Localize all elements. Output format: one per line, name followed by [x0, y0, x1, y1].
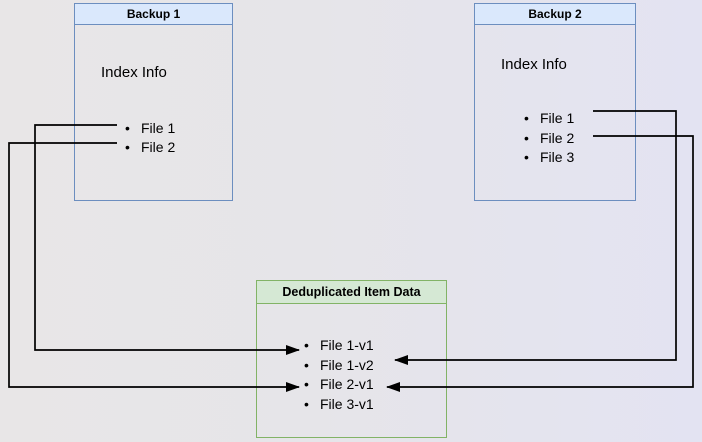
dedup-header: Deduplicated Item Data [257, 281, 446, 304]
backup2-file-item: File 1 [524, 109, 574, 129]
dedup-item: File 3-v1 [304, 395, 374, 415]
backup2-header: Backup 2 [475, 4, 635, 25]
dedup-item: File 2-v1 [304, 375, 374, 395]
dedup-item: File 1-v1 [304, 336, 374, 356]
backup2-title: Backup 2 [528, 7, 582, 21]
backup2-index-info-label: Index Info [501, 56, 567, 73]
backup1-file-item: File 1 [125, 119, 175, 138]
backup2-file-item: File 3 [524, 148, 574, 168]
backup1-index-info-label: Index Info [101, 64, 167, 81]
backup1-title: Backup 1 [126, 7, 181, 21]
backup1-box: Backup 1 Index Info File 1 File 2 [74, 3, 233, 201]
backup1-header: Backup 1 [75, 4, 232, 25]
backup1-file-item: File 2 [125, 138, 175, 157]
dedup-item-list: File 1-v1 File 1-v2 File 2-v1 File 3-v1 [304, 336, 374, 414]
dedup-item: File 1-v2 [304, 356, 374, 376]
backup2-file-item: File 2 [524, 129, 574, 149]
backup2-file-list: File 1 File 2 File 3 [524, 109, 574, 168]
backup1-file-list: File 1 File 2 [125, 119, 175, 157]
dedup-box: Deduplicated Item Data File 1-v1 File 1-… [256, 280, 447, 438]
backup2-box: Backup 2 Index Info File 1 File 2 File 3 [474, 3, 636, 201]
dedup-title: Deduplicated Item Data [282, 285, 421, 299]
